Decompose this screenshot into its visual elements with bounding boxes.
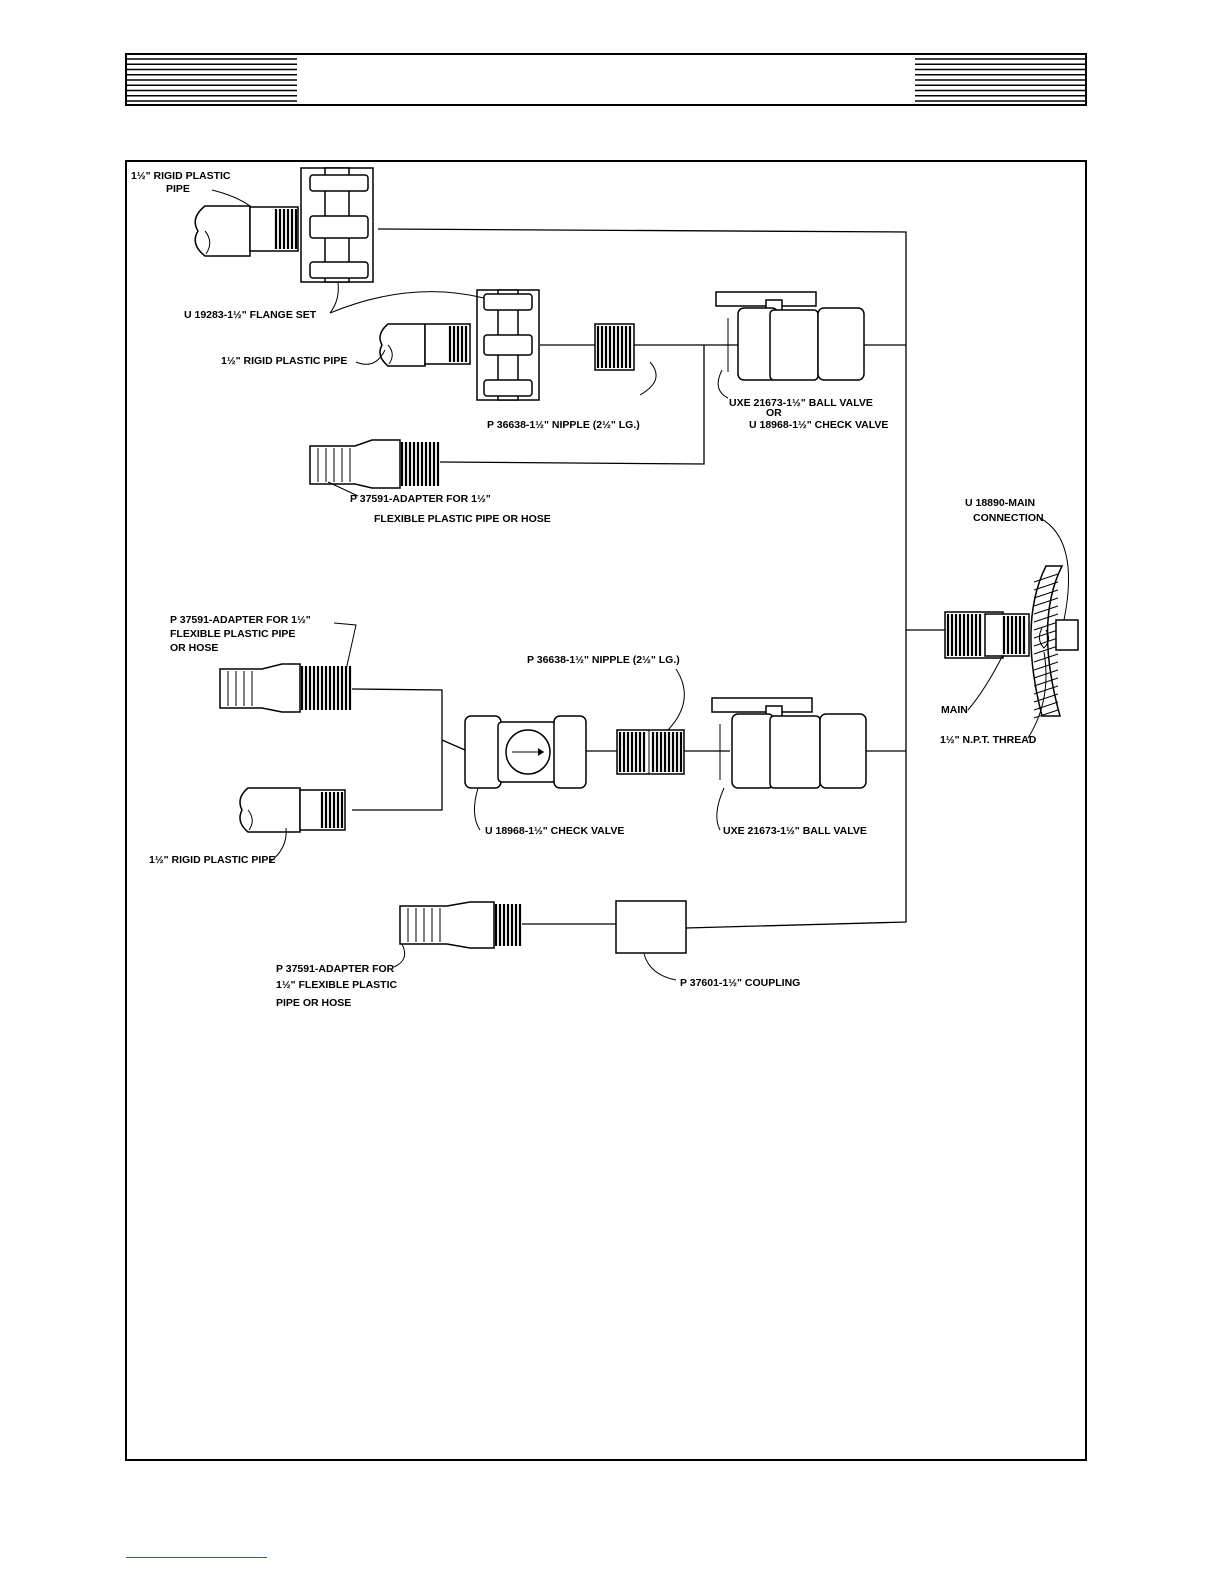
adapter-bottom (399, 901, 522, 949)
label-adapter-bottom-2: 1½" FLEXIBLE PLASTIC (276, 979, 397, 991)
coupling (615, 900, 687, 954)
rigid-pipe-bottom (239, 787, 346, 833)
label-main: MAIN (941, 704, 968, 716)
connection-lines (351, 228, 945, 929)
header-banner (125, 53, 1087, 106)
label-npt-thread: 1½" N.P.T. THREAD (940, 734, 1037, 746)
nipple-bottom (616, 729, 685, 775)
label-ball-valve: UXE 21673-1½" BALL VALVE (723, 825, 867, 837)
ball-valve-bottom (711, 697, 867, 789)
nipple-top (594, 323, 635, 371)
callout-labels: 1½" RIGID PLASTIC PIPE U 19283-1½" FLANG… (131, 170, 1044, 1009)
label-adapter-top-2: FLEXIBLE PLASTIC PIPE OR HOSE (374, 513, 551, 525)
label-nipple-bottom: P 36638-1½" NIPPLE (2½" LG.) (527, 654, 680, 666)
label-adapter-left-1: P 37591-ADAPTER FOR 1½" (170, 614, 311, 626)
ball-valve-top (715, 291, 865, 381)
label-rigid-pipe-mid: 1½" RIGID PLASTIC PIPE (221, 355, 347, 367)
label-ball-valve-top: UXE 21673-1½" BALL VALVE (729, 397, 873, 409)
label-check-valve: U 18968-1½" CHECK VALVE (485, 825, 624, 837)
label-adapter-top-1: P 37591-ADAPTER FOR 1½" (350, 493, 491, 505)
rigid-pipe-mid (379, 323, 471, 367)
label-adapter-left-3: OR HOSE (170, 642, 218, 654)
check-valve (464, 715, 587, 789)
label-nipple-top: P 36638-1½" NIPPLE (2½" LG.) (487, 419, 640, 431)
label-adapter-bottom-1: P 37591-ADAPTER FOR (276, 963, 395, 975)
adapter-top (309, 439, 440, 489)
label-or: OR (766, 407, 782, 419)
header-stripes-right (915, 58, 1085, 102)
label-rigid-pipe-bottom: 1½" RIGID PLASTIC PIPE (149, 854, 275, 866)
footer-rule (126, 1557, 267, 1558)
label-main-connection-2: CONNECTION (973, 512, 1044, 524)
header-stripes-left (127, 58, 297, 102)
label-rigid-pipe-top-2: PIPE (166, 183, 190, 195)
label-adapter-left-2: FLEXIBLE PLASTIC PIPE (170, 628, 295, 640)
label-main-connection-1: U 18890-MAIN (965, 497, 1035, 509)
flange-set-top (300, 167, 374, 283)
leader-lines (211, 189, 1070, 981)
label-rigid-pipe-top-1: 1½" RIGID PLASTIC (131, 170, 231, 182)
diagram-frame (125, 160, 1087, 1461)
main-connection (944, 565, 1079, 719)
label-adapter-bottom-3: PIPE OR HOSE (276, 997, 351, 1009)
label-check-valve-top: U 18968-1½" CHECK VALVE (749, 419, 888, 431)
label-flange-set: U 19283-1½" FLANGE SET (184, 309, 317, 321)
rigid-pipe-top (194, 205, 299, 257)
flange-set-mid (476, 289, 540, 401)
adapter-left (219, 663, 352, 713)
label-coupling: P 37601-1½" COUPLING (680, 977, 800, 989)
